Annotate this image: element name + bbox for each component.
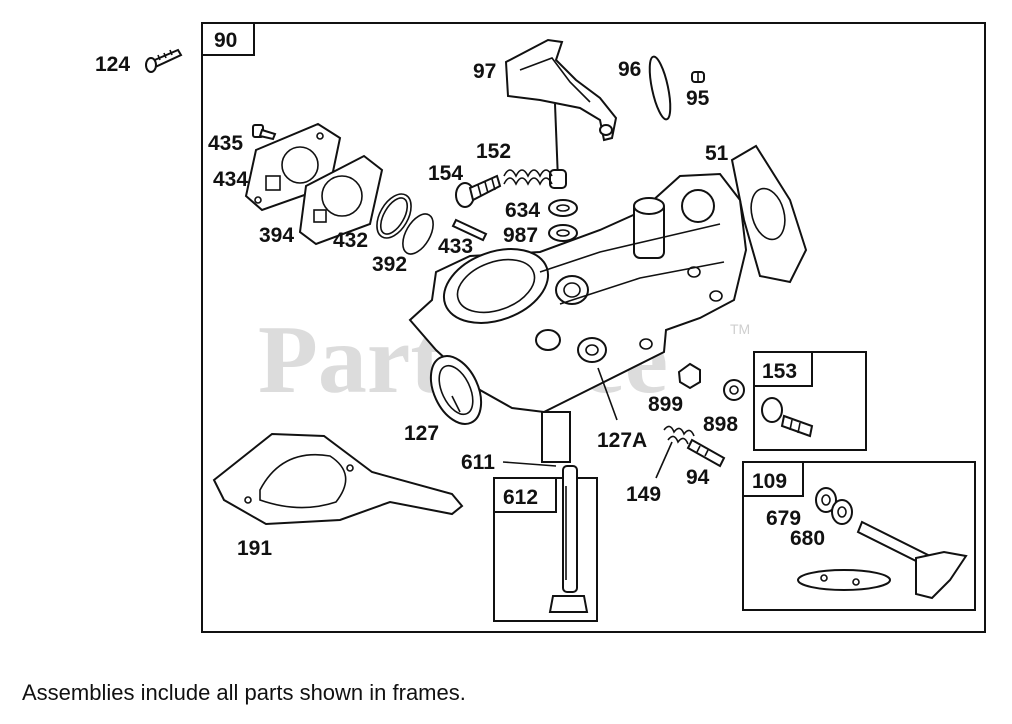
part-679-washer <box>815 487 837 513</box>
part-392-oring <box>402 213 434 255</box>
callout-899: 899 <box>648 393 683 416</box>
assemblies-footnote: Assemblies include all parts shown in fr… <box>22 680 466 705</box>
callout-987: 987 <box>503 224 538 247</box>
callout-611: 611 <box>461 451 495 474</box>
part-154-idle-screw <box>455 174 502 208</box>
callout-127A: 127A <box>597 429 647 452</box>
part-97-throttle-bracket <box>504 38 618 189</box>
callout-154: 154 <box>428 162 463 185</box>
assembly-frame-main-tag <box>201 22 255 56</box>
part-127-carburetor-body <box>408 172 748 463</box>
callout-94: 94 <box>686 466 710 489</box>
callout-432: 432 <box>333 229 368 252</box>
part-152-spring <box>503 169 553 186</box>
callout-392: 392 <box>372 253 407 276</box>
callout-96: 96 <box>618 58 641 81</box>
callout-680: 680 <box>790 527 825 550</box>
part-94-idle-mixture-needle <box>686 438 726 468</box>
assembly-90-label: 90 <box>214 29 237 52</box>
assembly-612-label: 612 <box>503 486 538 509</box>
assembly-frame-109-tag <box>742 461 804 497</box>
callout-433: 433 <box>438 235 473 258</box>
callout-124: 124 <box>95 53 130 76</box>
assembly-frame-612-tag <box>493 477 557 513</box>
part-435-screw <box>252 124 277 141</box>
part-149-spring <box>663 425 695 445</box>
callout-149: 149 <box>626 483 661 506</box>
part-109-choke-shaft <box>797 520 968 600</box>
part-432-oring <box>376 193 412 239</box>
callout-97: 97 <box>473 60 496 83</box>
callout-127: 127 <box>404 422 439 445</box>
assembly-frame-153-tag <box>753 351 813 387</box>
part-191-gasket <box>212 432 464 526</box>
part-634-washer <box>548 199 578 217</box>
part-96-throttle-plate <box>648 55 672 121</box>
callout-51: 51 <box>705 142 729 165</box>
part-153-screw-assembly <box>761 397 814 438</box>
watermark-tm: TM <box>730 321 750 337</box>
part-898-lockwasher <box>723 379 745 401</box>
part-394-gasket <box>298 154 384 246</box>
assembly-frame-109 <box>742 461 976 611</box>
assembly-109-label: 109 <box>752 470 787 493</box>
assembly-frame-main <box>201 22 986 633</box>
part-899-nut <box>677 362 701 390</box>
part-51-gasket <box>730 144 808 284</box>
assembly-153-label: 153 <box>762 360 797 383</box>
callout-679: 679 <box>766 507 801 530</box>
callout-435: 435 <box>208 132 243 155</box>
part-433-pin <box>451 218 488 242</box>
callout-95: 95 <box>686 87 710 110</box>
callout-898: 898 <box>703 413 738 436</box>
callout-191: 191 <box>237 537 272 560</box>
part-987-washer <box>548 224 578 242</box>
part-95-screw <box>691 71 705 83</box>
callout-434: 434 <box>213 168 248 191</box>
callout-152: 152 <box>476 140 511 163</box>
callout-394: 394 <box>259 224 294 247</box>
part-124-screw <box>145 48 183 73</box>
part-612-nozzle <box>548 465 589 613</box>
leader-lines <box>451 367 673 479</box>
part-680-washer <box>831 499 853 525</box>
callout-634: 634 <box>505 199 540 222</box>
